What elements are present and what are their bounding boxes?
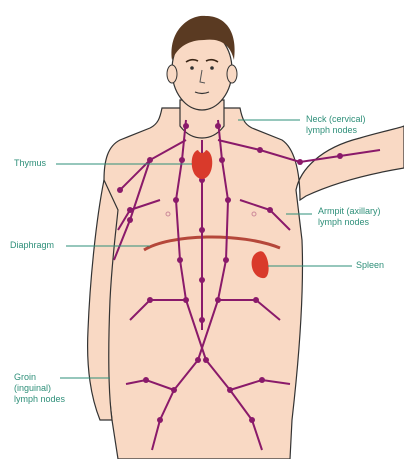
neck-lymph-label: Neck (cervical) lymph nodes	[306, 114, 366, 136]
thymus-label: Thymus	[14, 158, 46, 169]
right-ear	[227, 65, 237, 83]
diaphragm-label: Diaphragm	[10, 240, 54, 251]
left-ear	[167, 65, 177, 83]
right-eye	[210, 66, 214, 70]
left-eye	[190, 66, 194, 70]
torso	[100, 108, 404, 459]
spleen-label: Spleen	[356, 260, 384, 271]
armpit-lymph-label: Armpit (axillary) lymph nodes	[318, 206, 381, 228]
groin-lymph-label: Groin (inguinal) lymph nodes	[14, 372, 65, 405]
